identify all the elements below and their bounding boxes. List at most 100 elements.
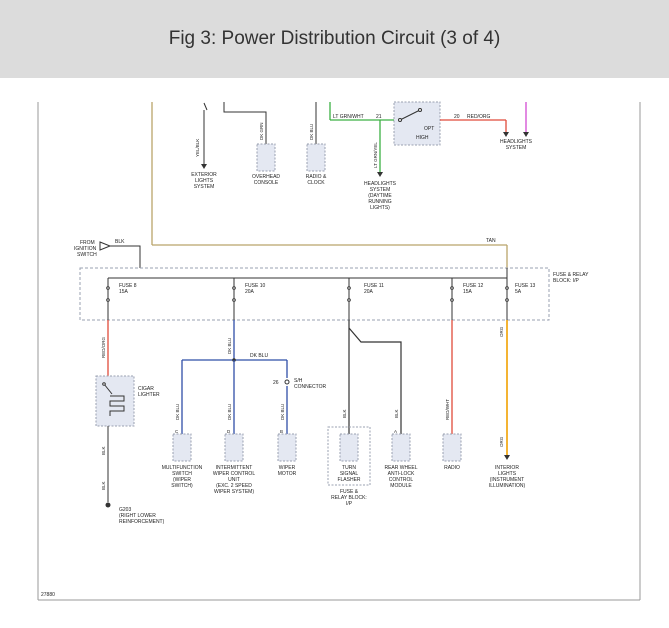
radio-label: RADIO	[444, 465, 460, 471]
intermittent-line2: WIPER CONTROL	[213, 471, 255, 477]
multifunction-line3: (WIPER	[173, 477, 191, 483]
wire-label-blk-turn: BLK	[342, 409, 347, 418]
turn-signal-line2: SIGNAL	[340, 471, 359, 477]
turn-signal-relay-block	[327, 426, 371, 486]
intermittent-pin: D	[227, 429, 231, 434]
rear-wheel-pin: A	[394, 429, 397, 434]
turn-signal-flasher-box	[339, 433, 359, 462]
cigar-lighter-switch	[103, 383, 113, 395]
wire-label-blk-ground-2: BLK	[101, 481, 106, 490]
wire-label-blk-ground-1: BLK	[101, 446, 106, 455]
wire-label-blk-ignition: BLK	[115, 239, 125, 245]
figure-title: Fig 3: Power Distribution Circuit (3 of …	[168, 28, 501, 49]
multifunction-switch-box	[172, 433, 192, 462]
fuse-12-rating: 15A	[463, 289, 473, 295]
headlights-system-line2: SYSTEM	[506, 145, 527, 151]
wire-num-20: 20	[454, 114, 460, 120]
rear-wheel-line4: MODULE	[390, 483, 412, 489]
ignition-from-line2: IGNITION	[74, 246, 97, 252]
fuse-13-rating: 5A	[515, 289, 522, 295]
wire-label-red-wht: RED/WHT	[445, 399, 450, 420]
circuit-diagram: TAN YEL/BLK EXTERIOR LIGHTS SYSTEM DK GR…	[37, 101, 641, 601]
fuse-relay-block	[79, 267, 550, 321]
headlights-system-line1: HEADLIGHTS	[500, 139, 533, 145]
intermittent-wiper-box	[224, 433, 244, 462]
wiper-motor-box	[277, 433, 297, 462]
interior-lights-arrow	[504, 455, 510, 460]
headlight-switch-box	[393, 101, 441, 146]
overhead-console-wire	[223, 102, 267, 144]
rear-wheel-line1: REAR WHEEL	[384, 465, 417, 471]
switch-high-label: HIGH	[416, 135, 429, 141]
intermittent-line5: WIPER SYSTEM)	[214, 489, 254, 495]
rear-wheel-abs-box	[391, 433, 411, 462]
rear-wheel-line3: CONTROL	[389, 477, 414, 483]
fuse-8-name: FUSE 8	[119, 283, 137, 289]
overhead-console-line1: OVERHEAD	[252, 174, 280, 180]
wire-label-dk-blu-bus: DK BLU	[227, 338, 232, 354]
fuse-block-label-line2: BLOCK: I/P	[553, 278, 580, 284]
wire-label-yel-blk: YEL/BLK	[195, 139, 200, 157]
headlight-switch-contact-2	[418, 108, 422, 112]
wiper-motor-line2: MOTOR	[278, 471, 297, 477]
fuse-11-name: FUSE 11	[364, 283, 384, 289]
connector-label-line2: CONNECTOR	[294, 384, 327, 390]
fuse-block-label-line1: FUSE & RELAY	[553, 272, 589, 278]
headlights-drl-line5: LIGHTS)	[370, 205, 390, 211]
radio-box	[442, 433, 462, 462]
wire-label-tan: TAN	[486, 238, 496, 244]
intermittent-line4: (EXC. 2 SPEED	[216, 483, 252, 489]
fuse-12-name: FUSE 12	[463, 283, 484, 289]
exterior-lights-arrow	[201, 164, 207, 169]
wire-label-dk-blu-c: DK BLU	[280, 404, 285, 420]
wire-label-dk-blu-a: DK BLU	[175, 404, 180, 420]
headlights-drl-line2: SYSTEM	[370, 187, 391, 193]
rear-wheel-line2: ANTI-LOCK	[388, 471, 415, 477]
radio-clock-box	[306, 143, 326, 172]
turn-signal-line6: I/P	[346, 501, 353, 507]
figure-header: Fig 3: Power Distribution Circuit (3 of …	[0, 0, 669, 78]
multifunction-line2: SWITCH	[172, 471, 192, 477]
fuse-11: FUSE 11 20A	[347, 278, 384, 320]
wire-label-org-2: ORG	[499, 436, 504, 447]
connector-26-pin	[284, 379, 290, 385]
wire-label-dk-blu-horizontal: DK BLU	[250, 353, 268, 359]
interior-lights-line3: (INSTRUMENT	[490, 477, 524, 483]
exterior-lights-line2: LIGHTS	[195, 178, 214, 184]
turn-signal-line3: FLASHER	[337, 477, 360, 483]
fuse-10-name: FUSE 10	[245, 283, 266, 289]
wire-num-21: 21	[376, 114, 382, 120]
turn-signal-line1: TURN	[342, 465, 356, 471]
fuse-12: FUSE 12 15A	[450, 278, 484, 320]
fuse-10: FUSE 10 20A	[232, 278, 266, 320]
wire-label-lt-grn-yel: LT GRN/YEL	[373, 142, 378, 168]
interior-lights-line1: INTERIOR	[495, 465, 519, 471]
wire-label-red-org-cigar: RED/ORG	[101, 336, 106, 358]
wire-label-dk-blu-top: DK BLU	[309, 124, 314, 140]
headlights-system-arrow-red	[503, 132, 509, 137]
ignition-from-line3: SWITCH	[77, 252, 97, 258]
switch-arm-top	[203, 102, 208, 111]
wire-label-red-org-top: RED/ORG	[467, 114, 490, 120]
overhead-console-line2: CONSOLE	[254, 180, 279, 186]
exterior-lights-line1: EXTERIOR	[191, 172, 217, 178]
fuse-13-name: FUSE 13	[515, 283, 536, 289]
ignition-from-line1: FROM	[80, 240, 95, 246]
wiper-motor-line1: WIPER	[279, 465, 296, 471]
blk-wire-abs-module	[348, 327, 402, 434]
radio-clock-line2: CLOCK	[307, 180, 325, 186]
wire-label-dk-blu-b: DK BLU	[227, 404, 232, 420]
overhead-console-box	[256, 143, 276, 172]
wire-label-blk-abs: BLK	[394, 409, 399, 418]
cigar-lighter-line1: CIGAR	[138, 386, 154, 392]
ignition-input-arrow	[99, 241, 112, 251]
wire-label-dk-grn: DK GRN	[259, 122, 264, 140]
radio-clock-line1: RADIO &	[306, 174, 327, 180]
interior-lights-line2: LIGHTS	[498, 471, 517, 477]
fuse-8-rating: 15A	[119, 289, 129, 295]
ground-desc-line2: REINFORCEMENT)	[119, 519, 165, 525]
cigar-lighter-contact	[102, 382, 106, 386]
headlights-drl-arrow	[377, 172, 383, 177]
headlights-drl-line3: (DAYTIME	[368, 193, 392, 199]
headlights-drl-line1: HEADLIGHTS	[364, 181, 397, 187]
